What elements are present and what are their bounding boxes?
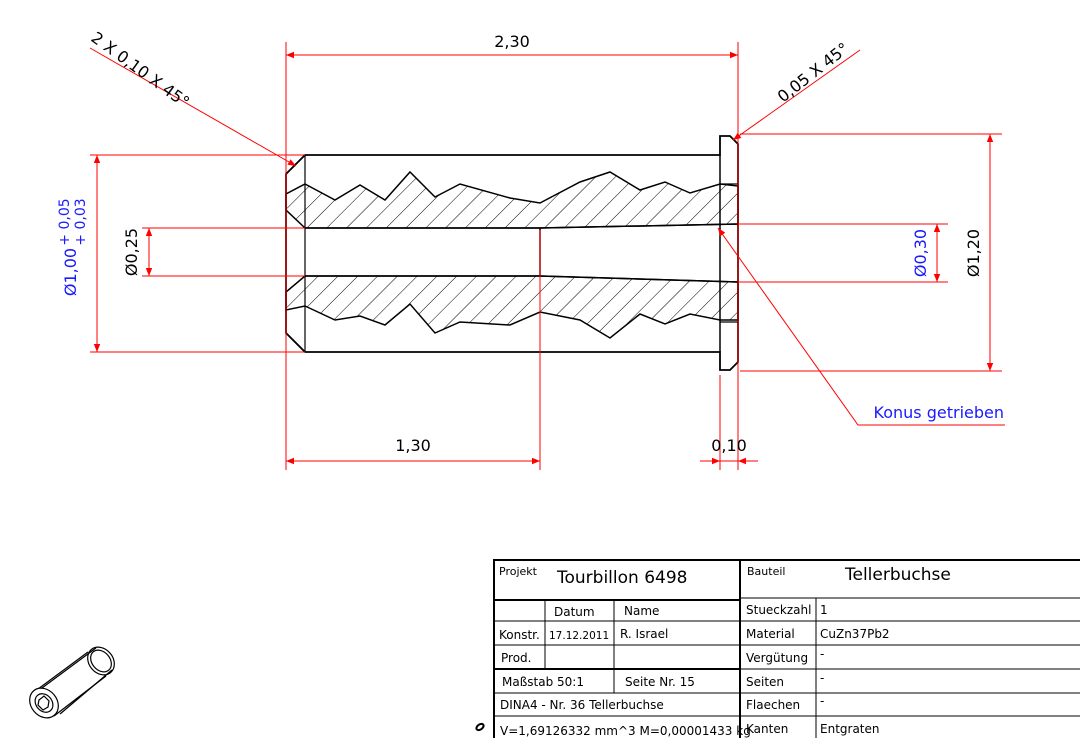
upper-wall-section [285,170,739,229]
row-stueckzahl-label: Stueckzahl [746,603,811,617]
row-stueckzahl-value: 1 [820,603,828,617]
dina-format: DINA4 - Nr. 36 Tellerbuchse [500,698,664,712]
dim-length-partial: 1,30 [395,436,431,455]
seite-nr: Seite Nr. 15 [625,675,695,689]
row-material-value: CuZn37Pb2 [820,627,890,641]
name-header: Name [624,604,659,618]
dim-flange-width: 0,10 [711,436,747,455]
dim-bore-large: Ø0,30 [911,229,930,277]
projekt-value: Tourbillon 6498 [556,568,687,588]
lower-wall-section [285,275,739,339]
row-seiten-value: - [820,671,824,685]
dimension-texts: 2,30 1,30 0,10 2 X 0,10 X 45° 0,05 X 45°… [57,28,1004,455]
konstr-label: Konstr. [499,628,540,642]
projekt-label: Projekt [499,565,538,578]
chamfer-right-leader [732,49,861,141]
isometric-view [29,646,115,719]
volume-mass: V=1,69126332 mm^3 M=0,00001433 kg [500,724,751,738]
massstab: Maßstab 50:1 [502,675,584,689]
dim-chamfer-right: 0,05 X 45° [774,39,853,106]
row-material-label: Material [746,627,795,641]
small-mark-icon [475,722,485,732]
part-section [285,135,739,371]
dim-outer-tol-upper: + 0,05 [57,198,73,245]
dim-length-total: 2,30 [494,32,530,51]
dim-bore-small: Ø0,25 [122,228,141,276]
bauteil-label: Bauteil [747,565,785,578]
dim-flange-dia: Ø1,20 [964,229,983,277]
chamfer-left-leader [89,47,297,167]
outer-outline [285,135,739,371]
konstr-date: 17.12.2011 [549,630,609,642]
dim-outer-tol-lower: + 0,03 [73,198,89,245]
row-flaechen-label: Flaechen [746,698,800,712]
bauteil-value: Tellerbuchse [844,565,951,585]
cone-note: Konus getrieben [874,403,1004,422]
datum-header: Datum [554,605,595,619]
dimension-lines [89,42,1005,470]
row-kanten-label: Kanten [746,722,788,736]
dim-outer-dia: Ø1,00 [61,248,80,296]
row-seiten-label: Seiten [746,675,784,689]
row-kanten-value: Entgraten [820,722,880,736]
prod-label: Prod. [501,651,531,665]
dim-chamfer-left: 2 X 0,10 X 45° [88,28,193,112]
row-verguetung-value: - [820,647,824,661]
cone-leader [717,227,1005,426]
title-block: Projekt Tourbillon 6498 Bauteil Tellerbu… [493,559,1080,738]
konstr-name: R. Israel [620,627,668,641]
row-flaechen-value: - [820,694,824,708]
row-verguetung-label: Vergütung [746,651,808,665]
